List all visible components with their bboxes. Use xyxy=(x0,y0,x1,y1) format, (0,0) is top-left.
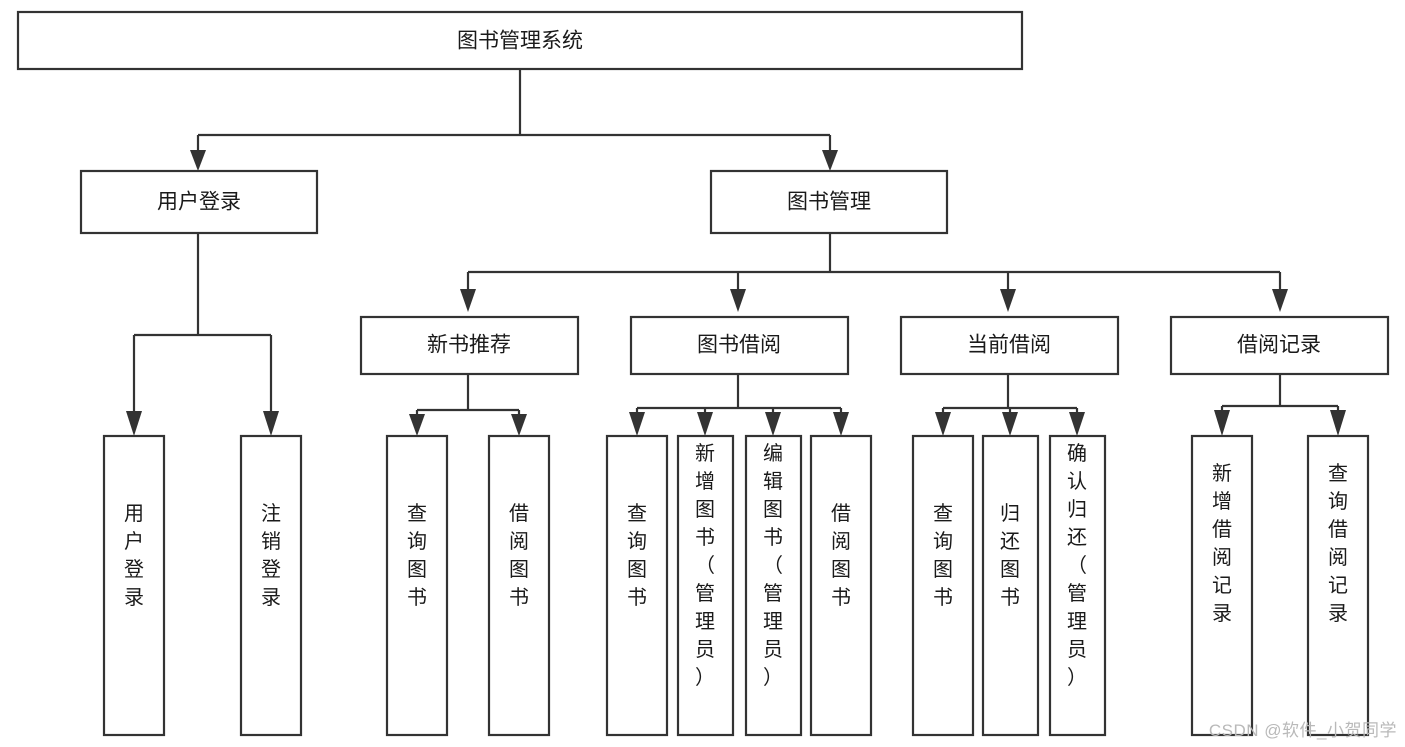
arrow-head-icon xyxy=(765,412,781,436)
arrow-head-icon xyxy=(1002,412,1018,436)
leaf-node-user-login-logout[interactable]: 注销登录 xyxy=(239,434,303,737)
leaf-label-vertical: 查询图书 xyxy=(627,502,647,609)
node-box-shape xyxy=(102,434,166,737)
leaf-label-vertical: 编辑图书（管理员） xyxy=(763,442,783,689)
connector-new-book-to-leaves xyxy=(409,375,527,436)
leaf-node-borrow-add-book[interactable]: 新增图书（管理员） xyxy=(676,434,735,737)
leaf-node-borrow-edit-book[interactable]: 编辑图书（管理员） xyxy=(744,434,803,737)
connector-current-borrow-to-leaves xyxy=(935,375,1085,436)
connector-user-login-to-leaves xyxy=(126,233,279,436)
node-box-shape xyxy=(79,169,319,235)
node-label-root: 图书管理系统 xyxy=(457,30,583,53)
node-label-current-borrow: 当前借阅 xyxy=(967,334,1051,357)
node-box-shape xyxy=(1169,315,1390,376)
leaf-node-current-return-book[interactable]: 归还图书 xyxy=(981,434,1040,737)
node-label-new-book-recommend: 新书推荐 xyxy=(427,334,511,357)
node-root-system[interactable]: 图书管理系统 xyxy=(16,10,1024,71)
leaf-label-vertical: 归还图书 xyxy=(1000,502,1020,609)
node-box-shape xyxy=(359,315,580,376)
node-label-user-login: 用户登录 xyxy=(157,191,241,214)
node-label-borrow-record: 借阅记录 xyxy=(1237,334,1321,357)
arrow-head-icon xyxy=(263,411,279,436)
arrow-head-icon xyxy=(1214,410,1230,436)
node-box-shape xyxy=(1306,434,1370,737)
connector-root-to-level2 xyxy=(190,69,838,171)
leaf-label-vertical: 新增借阅记录 xyxy=(1212,462,1232,625)
arrow-head-icon xyxy=(409,414,425,436)
arrow-head-icon xyxy=(1069,412,1085,436)
arrow-head-icon xyxy=(822,150,838,171)
node-box-shape xyxy=(709,169,949,235)
node-box-shape xyxy=(1190,434,1254,737)
arrow-head-icon xyxy=(1330,410,1346,436)
node-box-shape xyxy=(16,10,1024,71)
node-box-shape xyxy=(676,434,735,737)
leaf-node-record-query[interactable]: 查询借阅记录 xyxy=(1306,434,1370,737)
arrow-head-icon xyxy=(126,411,142,436)
leaf-label-vertical: 确认归还（管理员） xyxy=(1067,442,1087,689)
arrow-head-icon xyxy=(190,150,206,171)
node-box-shape xyxy=(487,434,551,737)
leaf-label-vertical: 用户登录 xyxy=(124,503,144,609)
node-label-book-borrow: 图书借阅 xyxy=(697,334,781,357)
leaf-node-borrow-query-book[interactable]: 查询图书 xyxy=(605,434,669,737)
leaf-node-record-add[interactable]: 新增借阅记录 xyxy=(1190,434,1254,737)
node-box-shape xyxy=(744,434,803,737)
node-user-login[interactable]: 用户登录 xyxy=(79,169,319,235)
leaf-label-vertical: 新增图书（管理员） xyxy=(695,442,715,689)
arrow-head-icon xyxy=(1272,289,1288,312)
node-book-management[interactable]: 图书管理 xyxy=(709,169,949,235)
node-new-book-recommend[interactable]: 新书推荐 xyxy=(359,315,580,376)
leaf-label-vertical: 注销登录 xyxy=(261,502,281,609)
arrow-head-icon xyxy=(460,289,476,312)
node-borrow-record[interactable]: 借阅记录 xyxy=(1169,315,1390,376)
leaf-label-vertical: 查询图书 xyxy=(933,502,953,609)
node-box-shape xyxy=(809,434,873,737)
leaf-label-vertical: 查询图书 xyxy=(407,502,427,609)
leaf-node-user-login-login[interactable]: 用户登录 xyxy=(102,434,166,737)
node-box-shape xyxy=(911,434,975,737)
node-box-shape xyxy=(1048,434,1107,737)
leaf-node-new-book-borrow[interactable]: 借阅图书 xyxy=(487,434,551,737)
arrow-head-icon xyxy=(1000,289,1016,312)
node-box-shape xyxy=(899,315,1120,376)
leaf-label-vertical: 查询借阅记录 xyxy=(1328,462,1348,625)
connector-book-borrow-to-leaves xyxy=(629,375,849,436)
arrow-head-icon xyxy=(730,289,746,312)
node-current-borrow[interactable]: 当前借阅 xyxy=(899,315,1120,376)
arrow-head-icon xyxy=(935,412,951,436)
connector-borrow-record-to-leaves xyxy=(1214,375,1346,436)
node-box-shape xyxy=(629,315,850,376)
leaf-node-current-confirm-return[interactable]: 确认归还（管理员） xyxy=(1048,434,1107,737)
arrow-head-icon xyxy=(511,414,527,436)
connector-book-mgmt-to-level3 xyxy=(460,233,1288,312)
node-book-borrow[interactable]: 图书借阅 xyxy=(629,315,850,376)
leaf-node-new-book-query[interactable]: 查询图书 xyxy=(385,434,449,737)
leaf-node-current-query-book[interactable]: 查询图书 xyxy=(911,434,975,737)
node-box-shape xyxy=(981,434,1040,737)
arrow-head-icon xyxy=(833,412,849,436)
node-box-shape xyxy=(605,434,669,737)
arrow-head-icon xyxy=(697,412,713,436)
csdn-watermark: CSDN @软件_小贺同学 xyxy=(1208,721,1397,740)
leaf-label-vertical: 借阅图书 xyxy=(831,502,851,609)
node-label-book-management: 图书管理 xyxy=(787,191,871,214)
leaf-node-borrow-borrow-book[interactable]: 借阅图书 xyxy=(809,434,873,737)
node-box-shape xyxy=(239,434,303,737)
leaf-label-vertical: 借阅图书 xyxy=(509,502,529,609)
arrow-head-icon xyxy=(629,412,645,436)
node-box-shape xyxy=(385,434,449,737)
